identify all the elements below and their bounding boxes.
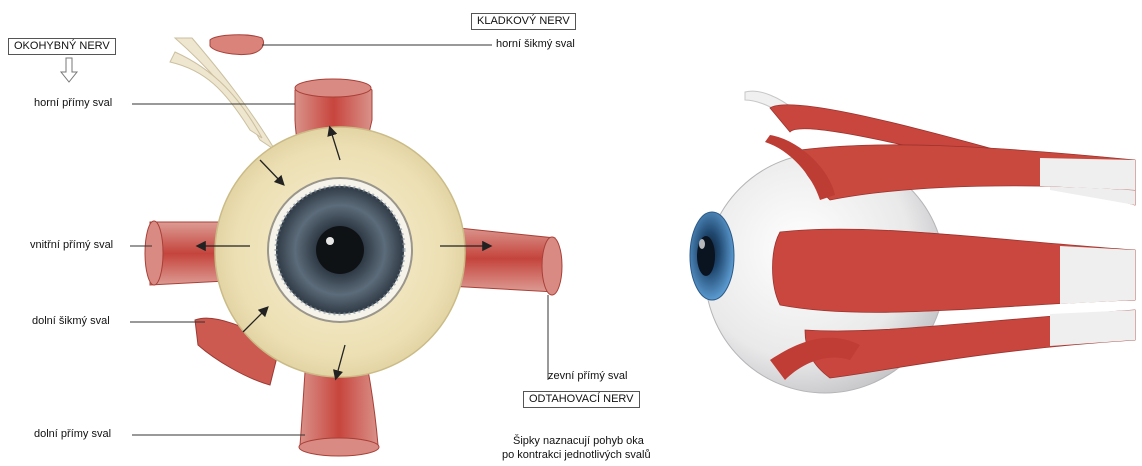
arrow-note-line2: po kontrakci jednotlivých svalů xyxy=(502,448,651,462)
label-trochlear-nerve: KLADKOVÝ NERV xyxy=(471,13,576,30)
label-medial-rectus: vnitřní přímý sval xyxy=(30,239,113,252)
label-inferior-oblique: dolní šikmý sval xyxy=(32,315,110,328)
label-lateral-rectus: zevní přímý sval xyxy=(548,370,627,383)
label-superior-oblique: horní šikmý sval xyxy=(496,38,575,51)
nerve-arrow-icon xyxy=(61,58,77,82)
anterior-eye-diagram xyxy=(61,35,562,456)
label-abducens-nerve: ODTAHOVACÍ NERV xyxy=(523,391,640,408)
label-inferior-rectus: dolní přímy sval xyxy=(34,428,111,441)
arrow-note-line1: Šipky naznacují pohyb oka xyxy=(502,434,651,448)
lateral-eye-diagram xyxy=(690,91,1135,393)
label-superior-rectus: horní přímy sval xyxy=(34,97,112,110)
label-oculomotor-nerve: OKOHYBNÝ NERV xyxy=(8,38,116,55)
arrow-note: Šipky naznacují pohyb oka po kontrakci j… xyxy=(502,434,651,462)
